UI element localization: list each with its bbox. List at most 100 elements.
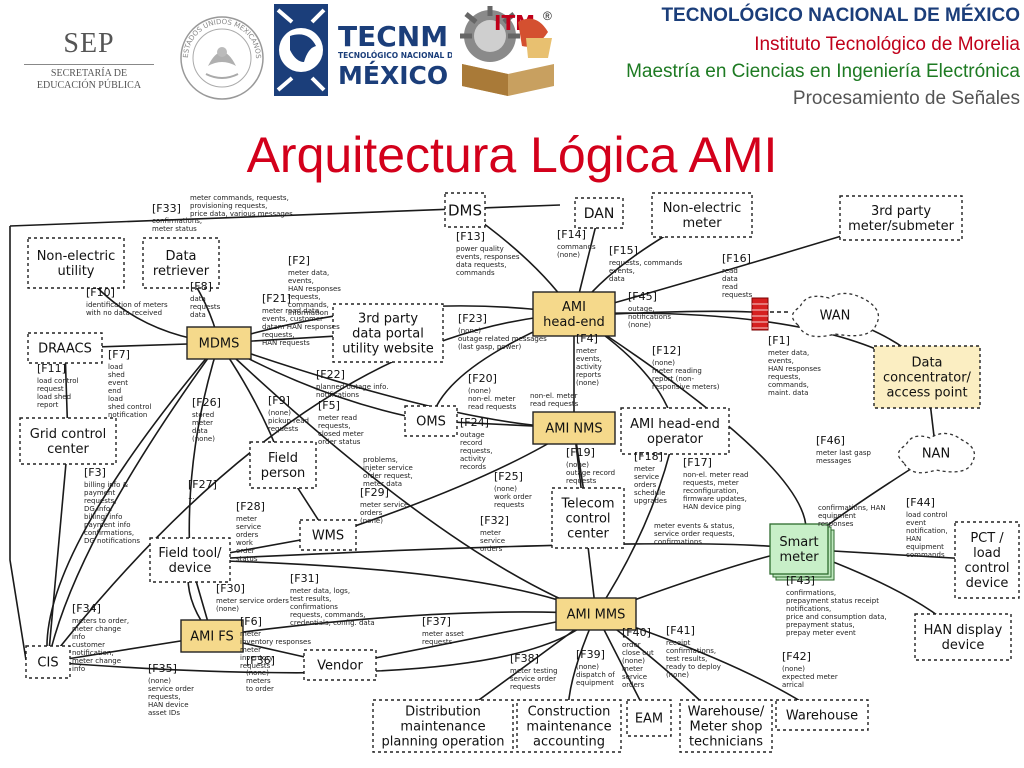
node-label: CIS [37, 656, 58, 671]
flow-text: confirmations, [786, 589, 836, 597]
flow-text: asset IDs [148, 709, 180, 717]
flow-text: commands, [288, 301, 329, 309]
node-label: technicians [689, 735, 763, 750]
flow-text: reports [576, 371, 601, 379]
flow-text: requests [494, 501, 525, 509]
flow-code: [F45] [628, 290, 657, 303]
flow-text: equipment [818, 512, 856, 520]
flow-label: [F33]confirmations,meter status [152, 202, 202, 233]
flow-text: (none) [148, 677, 171, 685]
flow-code: [F25] [494, 470, 523, 483]
flow-code: [F34] [72, 602, 101, 615]
flow-text: (none) [622, 657, 645, 665]
flow-text: meter data, [288, 269, 329, 277]
flow-text: order [622, 641, 641, 649]
flow-text: service order [510, 675, 556, 683]
node-label: planning operation [382, 735, 505, 750]
node-draacs: DRAACS [27, 332, 103, 364]
node-label: Meter shop [689, 720, 762, 735]
flow-text: provisioning requests, [190, 202, 267, 210]
flow-code: [F3] [84, 466, 106, 479]
flow-text: commands [906, 551, 945, 559]
node-label: Construction [528, 705, 611, 720]
node-label: AMI head-end [630, 417, 720, 432]
flow-label: [F34]meters to order,meter changeinfocus… [72, 602, 129, 673]
flow-text: commands [557, 243, 596, 251]
flow-text: events, [768, 357, 794, 365]
node-dms: DMS [444, 192, 486, 228]
flow-code: [F40] [622, 626, 651, 639]
flow-code: [F20] [468, 372, 497, 385]
node-nan: NAN [897, 432, 976, 474]
flow-code: [F22] [316, 368, 345, 381]
node-warehouse: Warehouse [775, 699, 869, 731]
flow-text: notification, [906, 527, 948, 535]
flow-text: work [236, 539, 254, 547]
flow-text: outage related messages [458, 335, 547, 343]
flow-code: [F28] [236, 500, 265, 513]
flow-code: [F38] [510, 652, 539, 665]
node-label: maintenance [526, 720, 611, 735]
flow-text: requests, commands, [290, 611, 366, 619]
flow-code: [F1] [768, 334, 790, 347]
node-label: center [567, 527, 609, 542]
flow-text: power quality [456, 245, 504, 253]
flow-text: shed [108, 371, 125, 379]
node-label: utility website [342, 342, 433, 357]
flow-text: HAN requests [262, 339, 310, 347]
flow-text: meter [576, 347, 597, 355]
flow-text: prepayment status receipt [786, 597, 879, 605]
flow-text: data [190, 311, 206, 319]
flow-code: [F23] [458, 312, 487, 325]
flow-text: messages [816, 457, 851, 465]
flow-text: service [634, 473, 659, 481]
flow-text: (none) [782, 665, 805, 673]
flow-text: responsive meters) [652, 383, 720, 391]
node-label: Data [165, 249, 196, 264]
flow-text: meter reading [652, 367, 702, 375]
node-ami-mms: AMI MMS [555, 597, 637, 631]
flow-text: meter [192, 419, 213, 427]
flow-label: meter events & status,service order requ… [654, 522, 735, 546]
flow-text: to order [246, 685, 274, 693]
flow-label: [F23](none)outage related messages(last … [458, 312, 547, 351]
node-label: EAM [635, 712, 663, 727]
flow-code: [F2] [288, 254, 310, 267]
flow-text: orders [360, 509, 383, 517]
flow-code: [F15] [609, 244, 638, 257]
flow-code: [F19] [566, 446, 595, 459]
flow-text: meter service [360, 501, 408, 509]
flow-text: payment info [84, 521, 131, 529]
flow-code: [F39] [576, 648, 605, 661]
flow-text: meter asset [422, 630, 464, 638]
flow-text: meters to order, [72, 617, 129, 625]
flow-text: confirmations [290, 603, 338, 611]
flow-text: load control [37, 377, 79, 385]
flow-text: report [37, 401, 59, 409]
node-label: operator [647, 432, 704, 447]
flow-text: datam HAN responses [262, 323, 340, 331]
node-label: Data [911, 356, 942, 371]
flow-text: requests [240, 662, 271, 670]
flow-text: maint. data [768, 389, 808, 397]
node-wms: WMS [299, 519, 357, 551]
flow-text: prepay meter event [786, 629, 856, 637]
flow-text: (none) [652, 359, 675, 367]
node-label: retriever [153, 264, 210, 279]
flow-text: events, responses [456, 253, 520, 261]
flow-text: requests, [84, 497, 116, 505]
flow-text: orders [634, 481, 657, 489]
node-label: Smart [779, 535, 818, 550]
flow-text: meter [236, 515, 257, 523]
flow-label: [F27]... [188, 478, 217, 501]
